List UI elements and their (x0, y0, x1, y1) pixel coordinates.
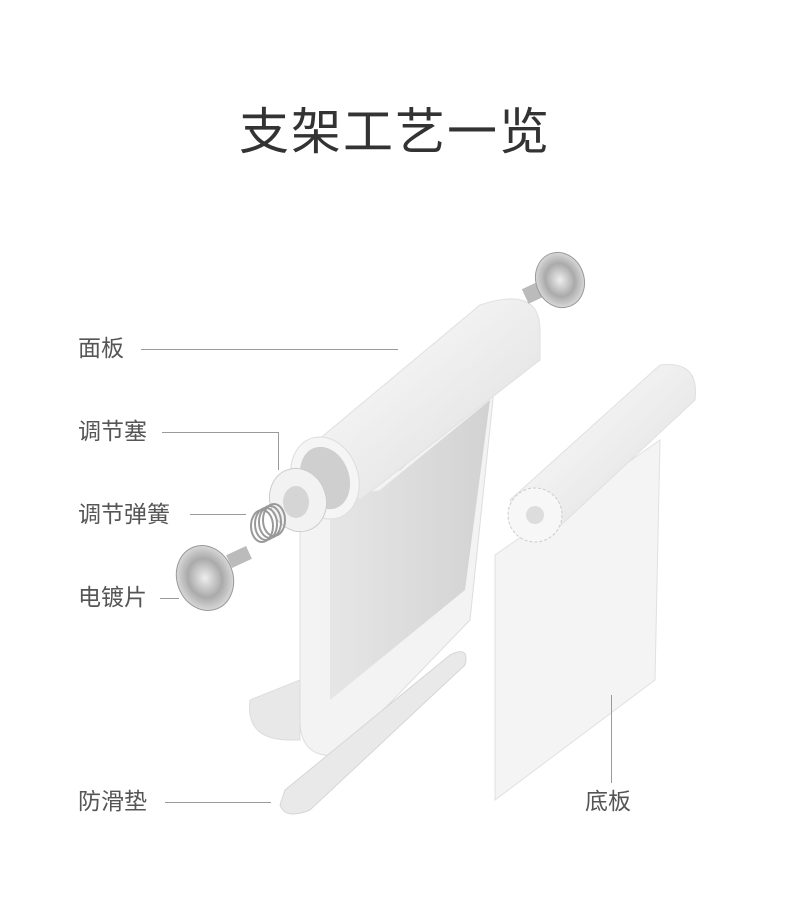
plated-disc-part (175, 545, 252, 611)
label-adjust-spring: 调节弹簧 (78, 502, 170, 528)
label-adjust-plug: 调节塞 (78, 419, 147, 445)
leader-line-adjust-spring (190, 514, 246, 515)
leader-line-adjust-plug-vertical (278, 432, 279, 470)
label-panel: 面板 (78, 336, 124, 362)
panel-part (249, 298, 541, 757)
anti-slip-pad-part (279, 651, 467, 815)
base-plate-part (494, 363, 697, 801)
label-base-plate: 底板 (585, 789, 631, 815)
spring-part (250, 503, 286, 543)
page-title: 支架工艺一览 (239, 103, 551, 161)
leader-line-base-plate (611, 695, 612, 783)
label-plated-disc: 电镀片 (78, 585, 147, 611)
leader-line-plated-disc (160, 598, 179, 599)
leader-line-adjust-plug (162, 432, 279, 433)
label-anti-slip-pad: 防滑垫 (78, 789, 147, 815)
top-disc-part (521, 251, 586, 309)
leader-line-panel (141, 349, 398, 350)
leader-line-anti-slip-pad (165, 802, 271, 803)
